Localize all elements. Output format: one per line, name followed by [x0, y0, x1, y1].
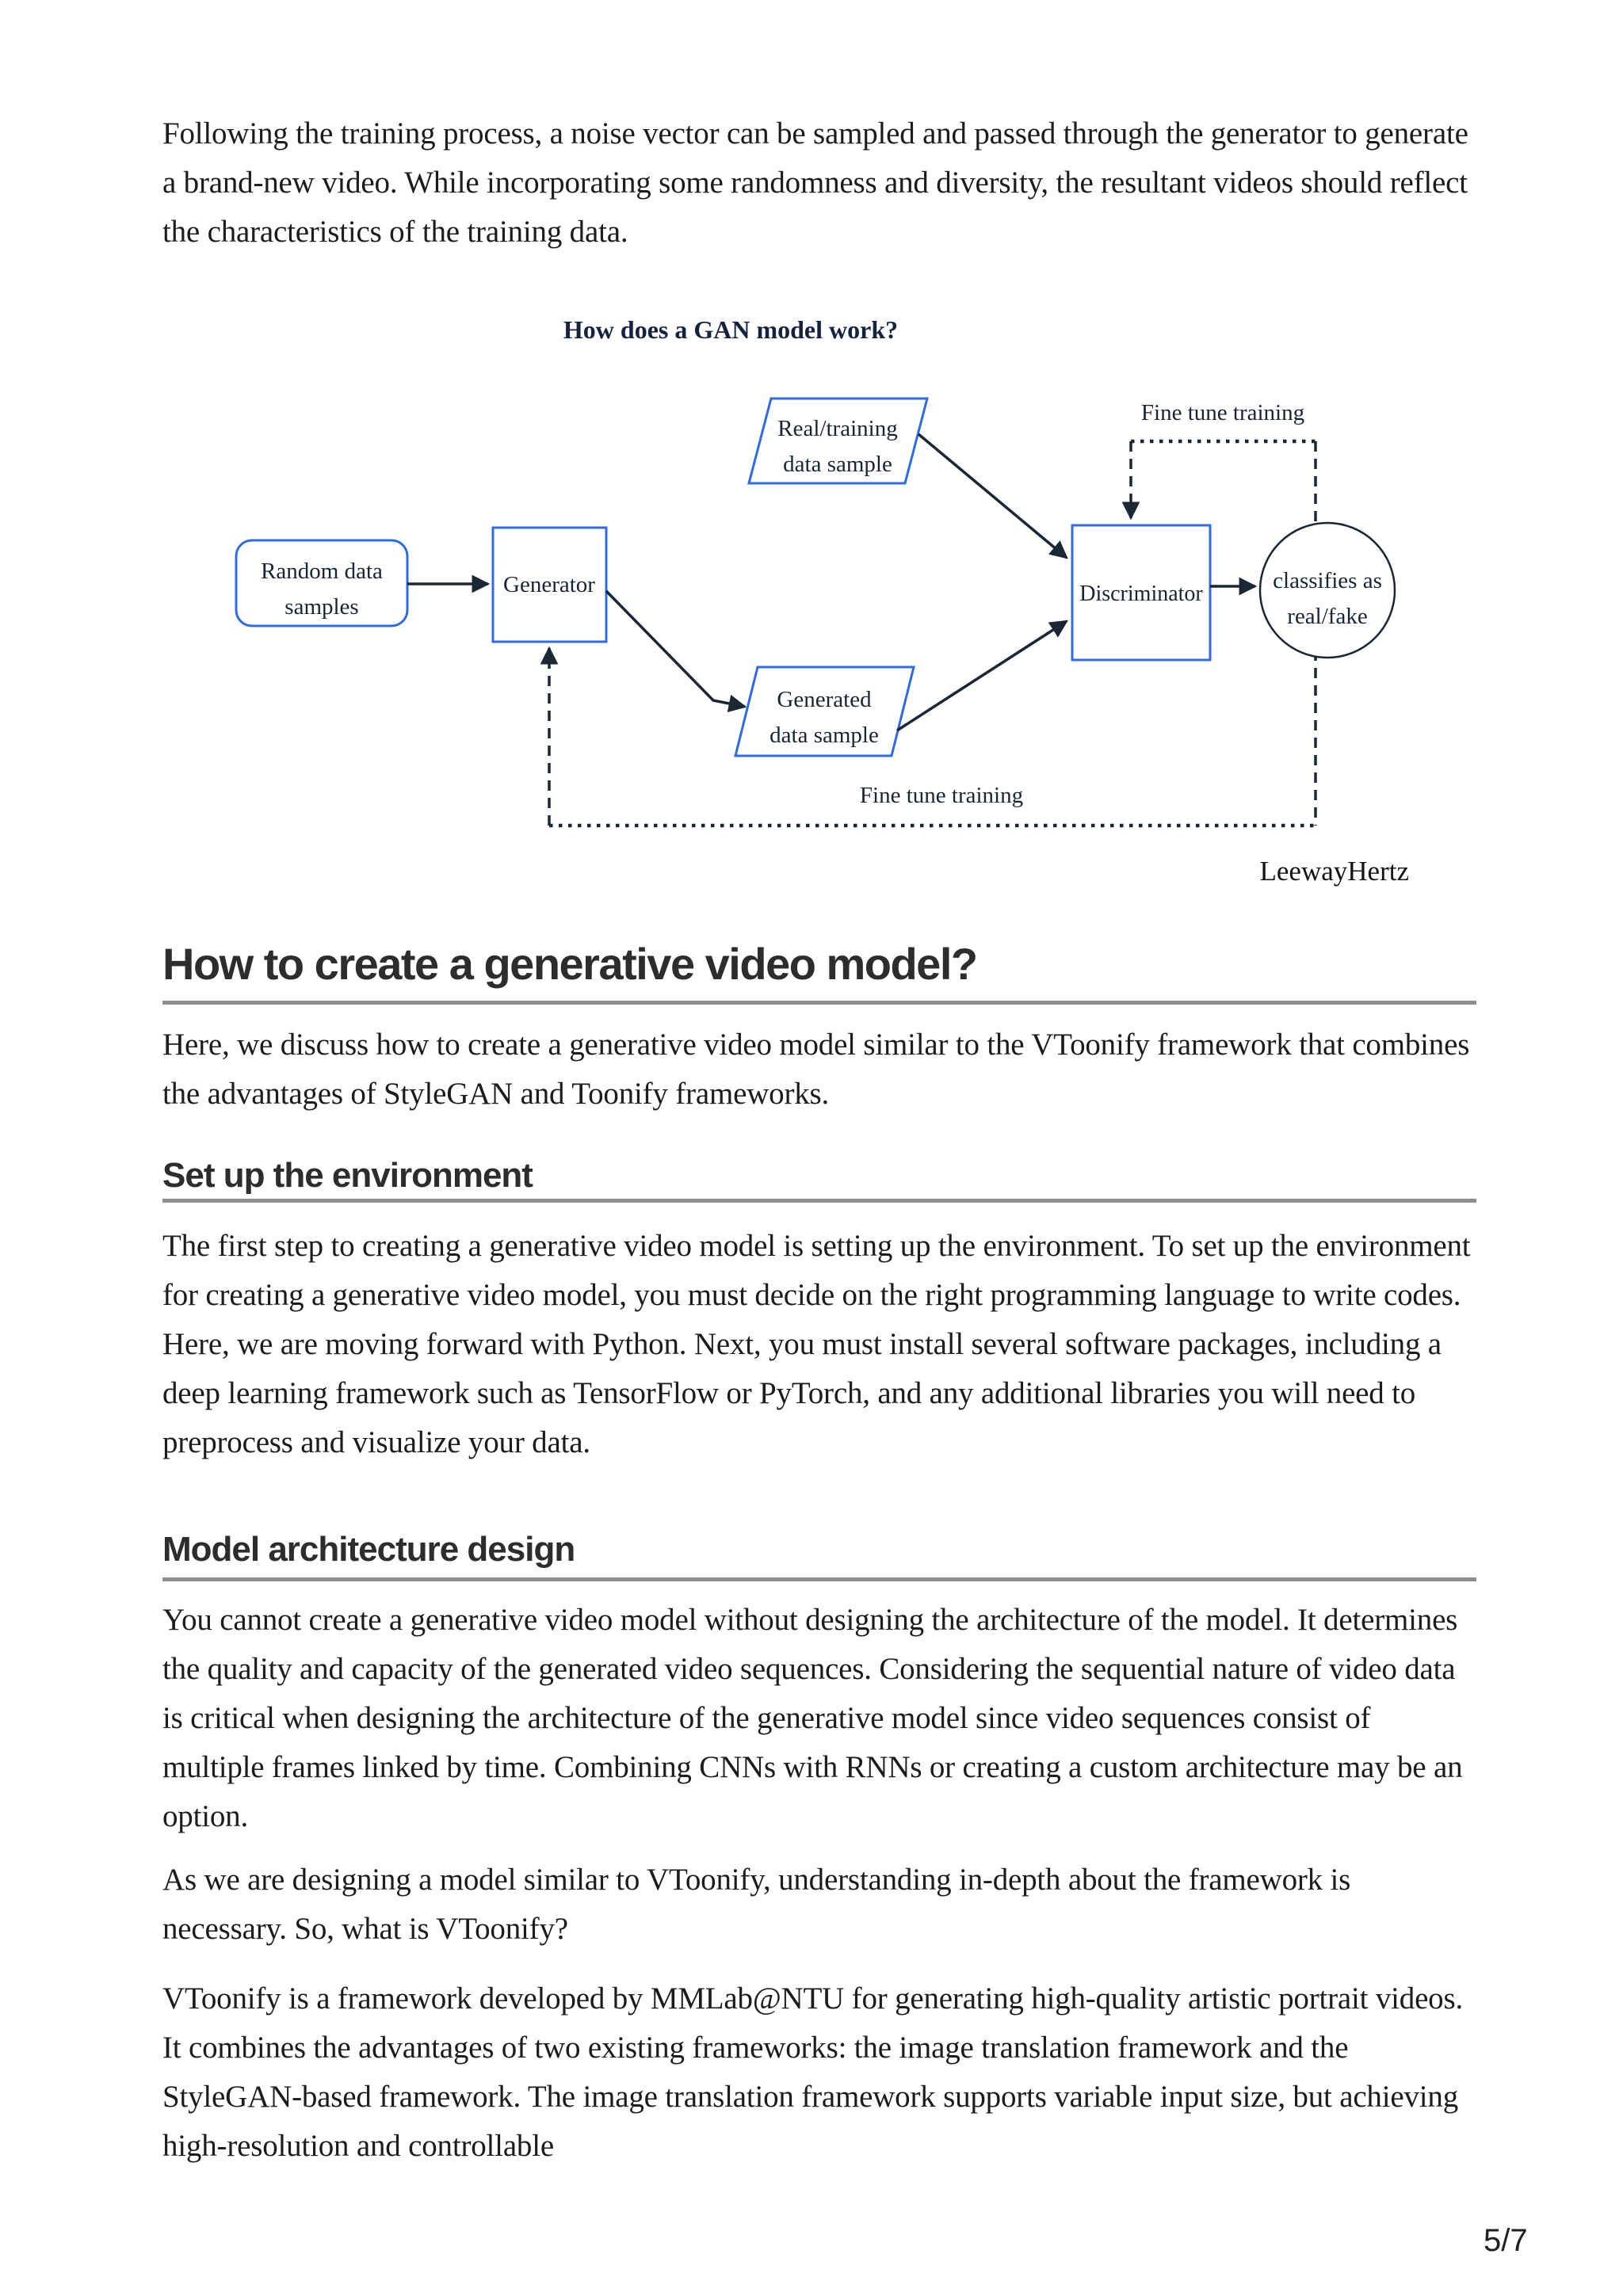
generator-label: Generator [503, 572, 595, 597]
paragraph-intro: Here, we discuss how to create a generat… [162, 1028, 1470, 1111]
real-training-label-line1: Real/training [777, 416, 897, 441]
heading-divider [162, 1001, 1476, 1005]
real-training-label-line2: data sample [783, 452, 892, 477]
output-label-line1: classifies as [1273, 568, 1382, 593]
generated-label-line2: data sample [769, 723, 879, 748]
discriminator-label: Discriminator [1079, 582, 1203, 606]
paragraph-gan-sampling: Following the training process, a noise … [162, 116, 1468, 249]
output-label-line2: real/fake [1287, 604, 1367, 629]
discriminator-box [1071, 524, 1212, 662]
real-training-data-parallelogram [747, 397, 929, 485]
heading-divider [162, 1577, 1476, 1581]
section-heading-architecture: Model architecture design [162, 1530, 575, 1569]
main-heading: How to create a generative video model? [162, 939, 978, 989]
paragraph-architecture: You cannot create a generative video mod… [162, 1603, 1463, 1833]
paragraph-vtoonify-description: VToonify is a framework developed by MML… [162, 1981, 1464, 2163]
fine-tune-training-bottom-label: Fine tune training [860, 783, 1023, 808]
generated-label-line1: Generated [777, 687, 872, 712]
random-data-label-line1: Random data [261, 559, 383, 584]
heading-divider [162, 1199, 1476, 1203]
fine-tune-training-top-label: Fine tune training [1141, 400, 1304, 425]
generated-data-parallelogram [734, 666, 915, 757]
arrow-real-to-discriminator [917, 433, 1068, 559]
paragraph-vtoonify-question: As we are designing a model similar to V… [162, 1863, 1351, 1946]
section-heading-environment: Set up the environment [162, 1156, 533, 1195]
page-number: 5/7 [1484, 2223, 1528, 2258]
diagram-credit: LeewayHertz [1260, 856, 1409, 887]
arrow-generator-to-generated [605, 589, 747, 713]
generator-box [491, 526, 608, 643]
gan-diagram: How does a GAN model work? Fine tune tra… [235, 315, 1409, 887]
random-data-label-line2: samples [285, 594, 358, 620]
paragraph-environment: The first step to creating a generative … [162, 1229, 1471, 1459]
classification-output-circle [1258, 521, 1396, 659]
diagram-title: How does a GAN model work? [563, 315, 898, 344]
arrow-generated-to-discriminator [896, 620, 1068, 732]
